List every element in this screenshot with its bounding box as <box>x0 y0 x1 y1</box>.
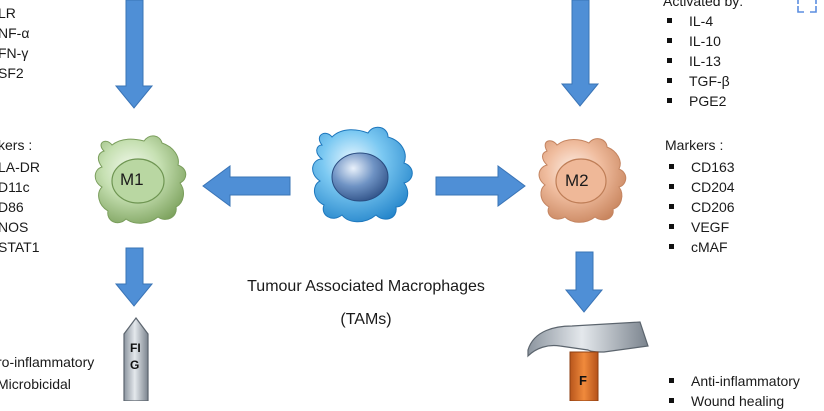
m2-cell-label: M2 <box>565 171 589 190</box>
m2-activator-item: IL-13 <box>663 51 730 71</box>
m2-marker-item: VEGF <box>665 217 735 237</box>
m2-function-item: Anti-inflammatory <box>665 371 800 391</box>
m1-function-item: Microbicidal <box>0 376 71 392</box>
m2-activator-item: PGE2 <box>663 91 730 111</box>
m1-markers-list: LA-DR D11c D86 NOS STAT1 <box>0 157 40 257</box>
m2-markers-heading: Markers : <box>665 137 724 153</box>
m1-marker-item: STAT1 <box>0 239 40 255</box>
expand-button[interactable] <box>792 0 822 16</box>
hammer-icon <box>527 321 649 401</box>
m1-activator-item: LR <box>0 5 16 21</box>
arrows-layer <box>94 0 649 401</box>
m2-tool-letter: F <box>579 373 587 388</box>
m2-activators-list: IL-4 IL-10 IL-13 TGF-β PGE2 <box>663 11 730 111</box>
m1-function-item: ro-inflammatory <box>0 354 95 370</box>
m2-activator-item: IL-4 <box>663 11 730 31</box>
arrow-down-m1-bottom <box>114 247 154 307</box>
m2-function-item: Wound healing <box>665 391 800 411</box>
m1-tool-icon <box>123 317 149 401</box>
m2-activated-heading: Activated by: <box>663 0 744 9</box>
m1-activators-list: LR NF-α FN-γ SF2 <box>0 3 29 83</box>
m1-marker-item: D11c <box>0 179 30 195</box>
center-title: Tumour Associated Macrophages <box>247 278 485 295</box>
arrow-down-m2-top <box>560 0 600 107</box>
m1-functions-list: ro-inflammatory Microbicidal <box>0 352 94 394</box>
m1-markers-heading: kers : <box>0 137 33 153</box>
m2-cell <box>538 138 627 223</box>
m1-marker-item: LA-DR <box>0 159 41 175</box>
m2-marker-item: CD204 <box>665 177 735 197</box>
m2-marker-item: CD206 <box>665 197 735 217</box>
m1-cell-label: M1 <box>120 170 144 189</box>
m1-marker-item: NOS <box>0 219 29 235</box>
arrow-right-to-m2 <box>435 165 526 207</box>
m2-activator-item: IL-10 <box>663 31 730 51</box>
m2-marker-item: cMAF <box>665 237 735 257</box>
arrow-left-to-m1 <box>202 165 291 207</box>
m1-marker-item: D86 <box>0 199 24 215</box>
m2-marker-item: CD163 <box>665 157 735 177</box>
m2-markers-list: CD163 CD204 CD206 VEGF cMAF <box>665 157 735 257</box>
expand-icon <box>797 0 817 13</box>
m1-cell <box>94 135 187 224</box>
m1-activator-item: NF-α <box>0 25 30 41</box>
arrow-down-m2-bottom <box>564 251 604 313</box>
tam-cell <box>312 126 413 223</box>
m1-activator-item: SF2 <box>0 65 24 81</box>
m1-activator-item: FN-γ <box>0 45 29 61</box>
arrow-down-m1-top <box>114 0 154 109</box>
m2-activator-item: TGF-β <box>663 71 730 91</box>
m2-functions-list: Anti-inflammatory Wound healing <box>665 371 800 411</box>
m1-tool-letters: FIG <box>130 341 141 372</box>
center-subtitle: (TAMs) <box>340 311 392 328</box>
